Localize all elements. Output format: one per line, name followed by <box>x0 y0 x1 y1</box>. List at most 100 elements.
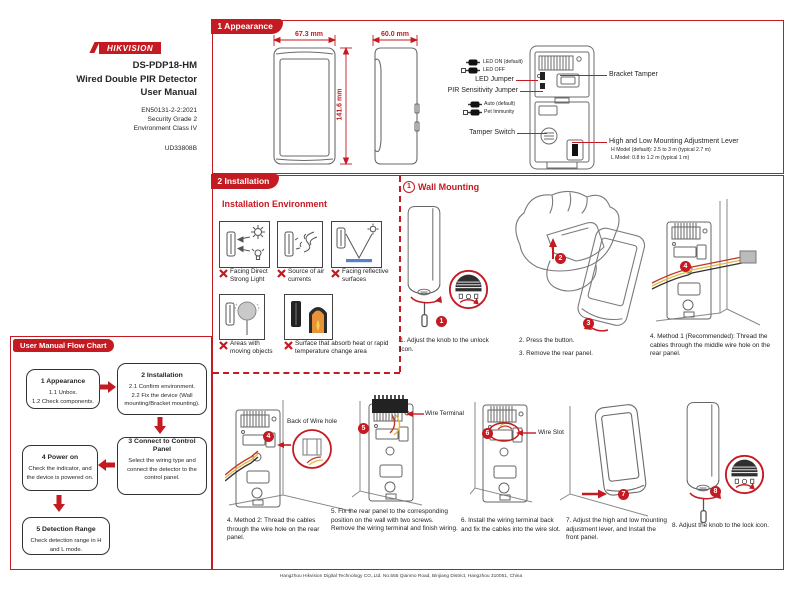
step-badge: 6 <box>482 428 493 439</box>
step6-caption: 6. Install the wiring terminal back and … <box>461 517 561 533</box>
flow-chart-tab: User Manual Flow Chart <box>13 339 114 352</box>
manual-title: User Manual <box>140 87 198 98</box>
step2-3-drawing <box>515 190 646 332</box>
env-box-moving-objects <box>219 294 265 340</box>
back-of-wire-hole-label: Back of Wire hole <box>287 418 338 425</box>
step4-method2-caption: 4. Method 2: Thread the cables through t… <box>227 517 320 542</box>
step1-caption: 1. Adjust the knob to the unlock icon. <box>400 337 489 353</box>
step-badge: 4 <box>263 431 274 442</box>
brand-name: HIKVISION <box>99 42 162 54</box>
wire-slot-leader-icon <box>516 430 536 436</box>
standard-text: EN50131-2-2:2021 <box>141 107 197 114</box>
lever-h-model: H Model (default): 2.5 to 3 m (typical 2… <box>611 147 711 153</box>
brand-logo: HIKVISION <box>89 42 162 54</box>
env-caption-heat-surface: Surface that absorb heat or rapid temper… <box>284 340 396 357</box>
bracket-tamper-label: Bracket Tamper <box>609 71 658 78</box>
env-box-air-currents <box>277 221 323 268</box>
tamper-switch-leader <box>517 133 547 134</box>
step1-drawing <box>407 206 489 328</box>
doc-code: UD33808B <box>164 145 197 152</box>
model-number: DS-PDP18-HM <box>132 60 197 71</box>
flow-box-power-on: 4 Power on Check the indicator, and the … <box>22 445 98 491</box>
step5-drawing <box>352 395 423 506</box>
flow-arrow-down-icon <box>53 495 65 512</box>
step7-drawing <box>560 404 649 517</box>
flow-box-appearance: 1 Appearance 1.1 Unbox. 1.2 Check compon… <box>26 369 100 409</box>
wire-terminal-label: Wire Terminal <box>425 410 464 417</box>
jumper-on-icon <box>466 59 480 66</box>
lever-label: High and Low Mounting Adjustment Lever <box>609 138 739 145</box>
env-caption-air-currents: Source of air currents <box>277 268 329 285</box>
dim-width: 67.3 mm <box>294 31 324 38</box>
step4-method1-caption: 4. Method 1 (Recommended): Thread the ca… <box>650 333 771 358</box>
step6-drawing <box>470 402 533 503</box>
env-caption-moving-objects: Areas with moving objects <box>219 340 279 357</box>
led-off-label: LED OFF <box>483 66 505 73</box>
step-badge: 8 <box>710 486 721 497</box>
step5-caption: 5. Fix the rear panel to the correspondi… <box>331 508 458 533</box>
jumper-auto-icon <box>468 101 482 108</box>
front-view-drawing <box>272 35 352 166</box>
appearance-section: 1 Appearance <box>211 19 784 174</box>
jumper-pet-icon <box>463 109 482 116</box>
env-box-strong-light <box>219 221 270 268</box>
step-badge: 7 <box>618 489 629 500</box>
wire-terminal-leader-icon <box>406 411 424 417</box>
reflective-surface-icon <box>336 223 379 263</box>
step-badge: 1 <box>436 316 447 327</box>
rear-view-drawing <box>529 45 595 170</box>
step8-caption: 8. Adjust the knob to the lock icon. <box>672 522 769 529</box>
flow-arrow-right-icon <box>99 381 116 393</box>
jumper-off-icon <box>461 67 480 74</box>
auto-label: Auto (default) <box>484 100 516 107</box>
prohibited-icon <box>331 269 340 278</box>
security-grade: Security Grade 2 <box>147 116 197 123</box>
footer-address: Hangzhou Hikvision Digital Technology CO… <box>279 574 523 579</box>
wall-mounting-divider-vertical <box>399 176 401 372</box>
step8-drawing <box>686 402 765 524</box>
moving-object-icon <box>225 301 260 335</box>
step7-caption: 7. Adjust the high and low mounting adju… <box>566 517 667 542</box>
air-current-icon <box>284 231 318 257</box>
strong-light-icon <box>226 225 265 260</box>
step2-caption: 2. Press the button. <box>519 337 575 344</box>
led-jumper-label: LED Jumper <box>475 76 514 83</box>
wall-mounting-divider-horizontal <box>213 372 400 374</box>
step3-caption: 3. Remove the rear panel. <box>519 350 593 357</box>
step-badge: 2 <box>555 253 566 264</box>
wall-mounting-number: 1 <box>403 181 415 193</box>
step4-method2-drawing <box>225 400 352 512</box>
step4-method1-drawing <box>651 199 761 326</box>
prohibited-icon <box>219 269 228 278</box>
step-badge: 5 <box>358 423 369 434</box>
bracket-tamper-leader <box>560 75 607 76</box>
wire-slot-label: Wire Slot <box>538 429 564 436</box>
flow-box-installation: 2 Installation 2.1 Confirm environment. … <box>117 363 207 415</box>
step-badge: 4 <box>680 261 691 272</box>
flow-box-detection-range: 5 Detection Range Check detection range … <box>22 517 110 555</box>
led-on-label: LED ON (default) <box>483 58 523 65</box>
prohibited-icon <box>284 341 293 350</box>
heat-source-icon <box>291 301 327 333</box>
step-badge: 3 <box>583 318 594 329</box>
flow-arrow-left-icon <box>98 459 115 471</box>
pir-jumper-leader <box>520 91 543 92</box>
prohibited-icon <box>219 341 228 350</box>
led-jumper-leader <box>516 80 538 81</box>
flow-chart-section: User Manual Flow Chart 1 Appearance 1.1 … <box>10 336 212 570</box>
env-caption-reflective: Facing reflective surfaces <box>331 268 393 285</box>
pet-immunity-label: Pet Immunity <box>484 108 515 115</box>
prohibited-icon <box>277 269 286 278</box>
flow-box-connect: 3 Connect to Control Panel Select the wi… <box>117 437 207 495</box>
tamper-switch-label: Tamper Switch <box>469 129 515 136</box>
flow-arrow-down-icon <box>154 417 166 434</box>
wall-mounting-title: 1 Wall Mounting <box>403 181 479 193</box>
env-caption-strong-light: Facing Direct Strong Light <box>219 268 277 285</box>
env-box-reflective <box>331 221 382 268</box>
lever-leader <box>572 142 607 143</box>
product-title: Wired Double PIR Detector <box>76 74 197 85</box>
lever-l-model: L Model: 0.8 to 1.2 m (typical 1 m) <box>611 155 690 161</box>
environment-class: Environment Class IV <box>133 125 197 132</box>
environment-title: Installation Environment <box>222 199 328 209</box>
